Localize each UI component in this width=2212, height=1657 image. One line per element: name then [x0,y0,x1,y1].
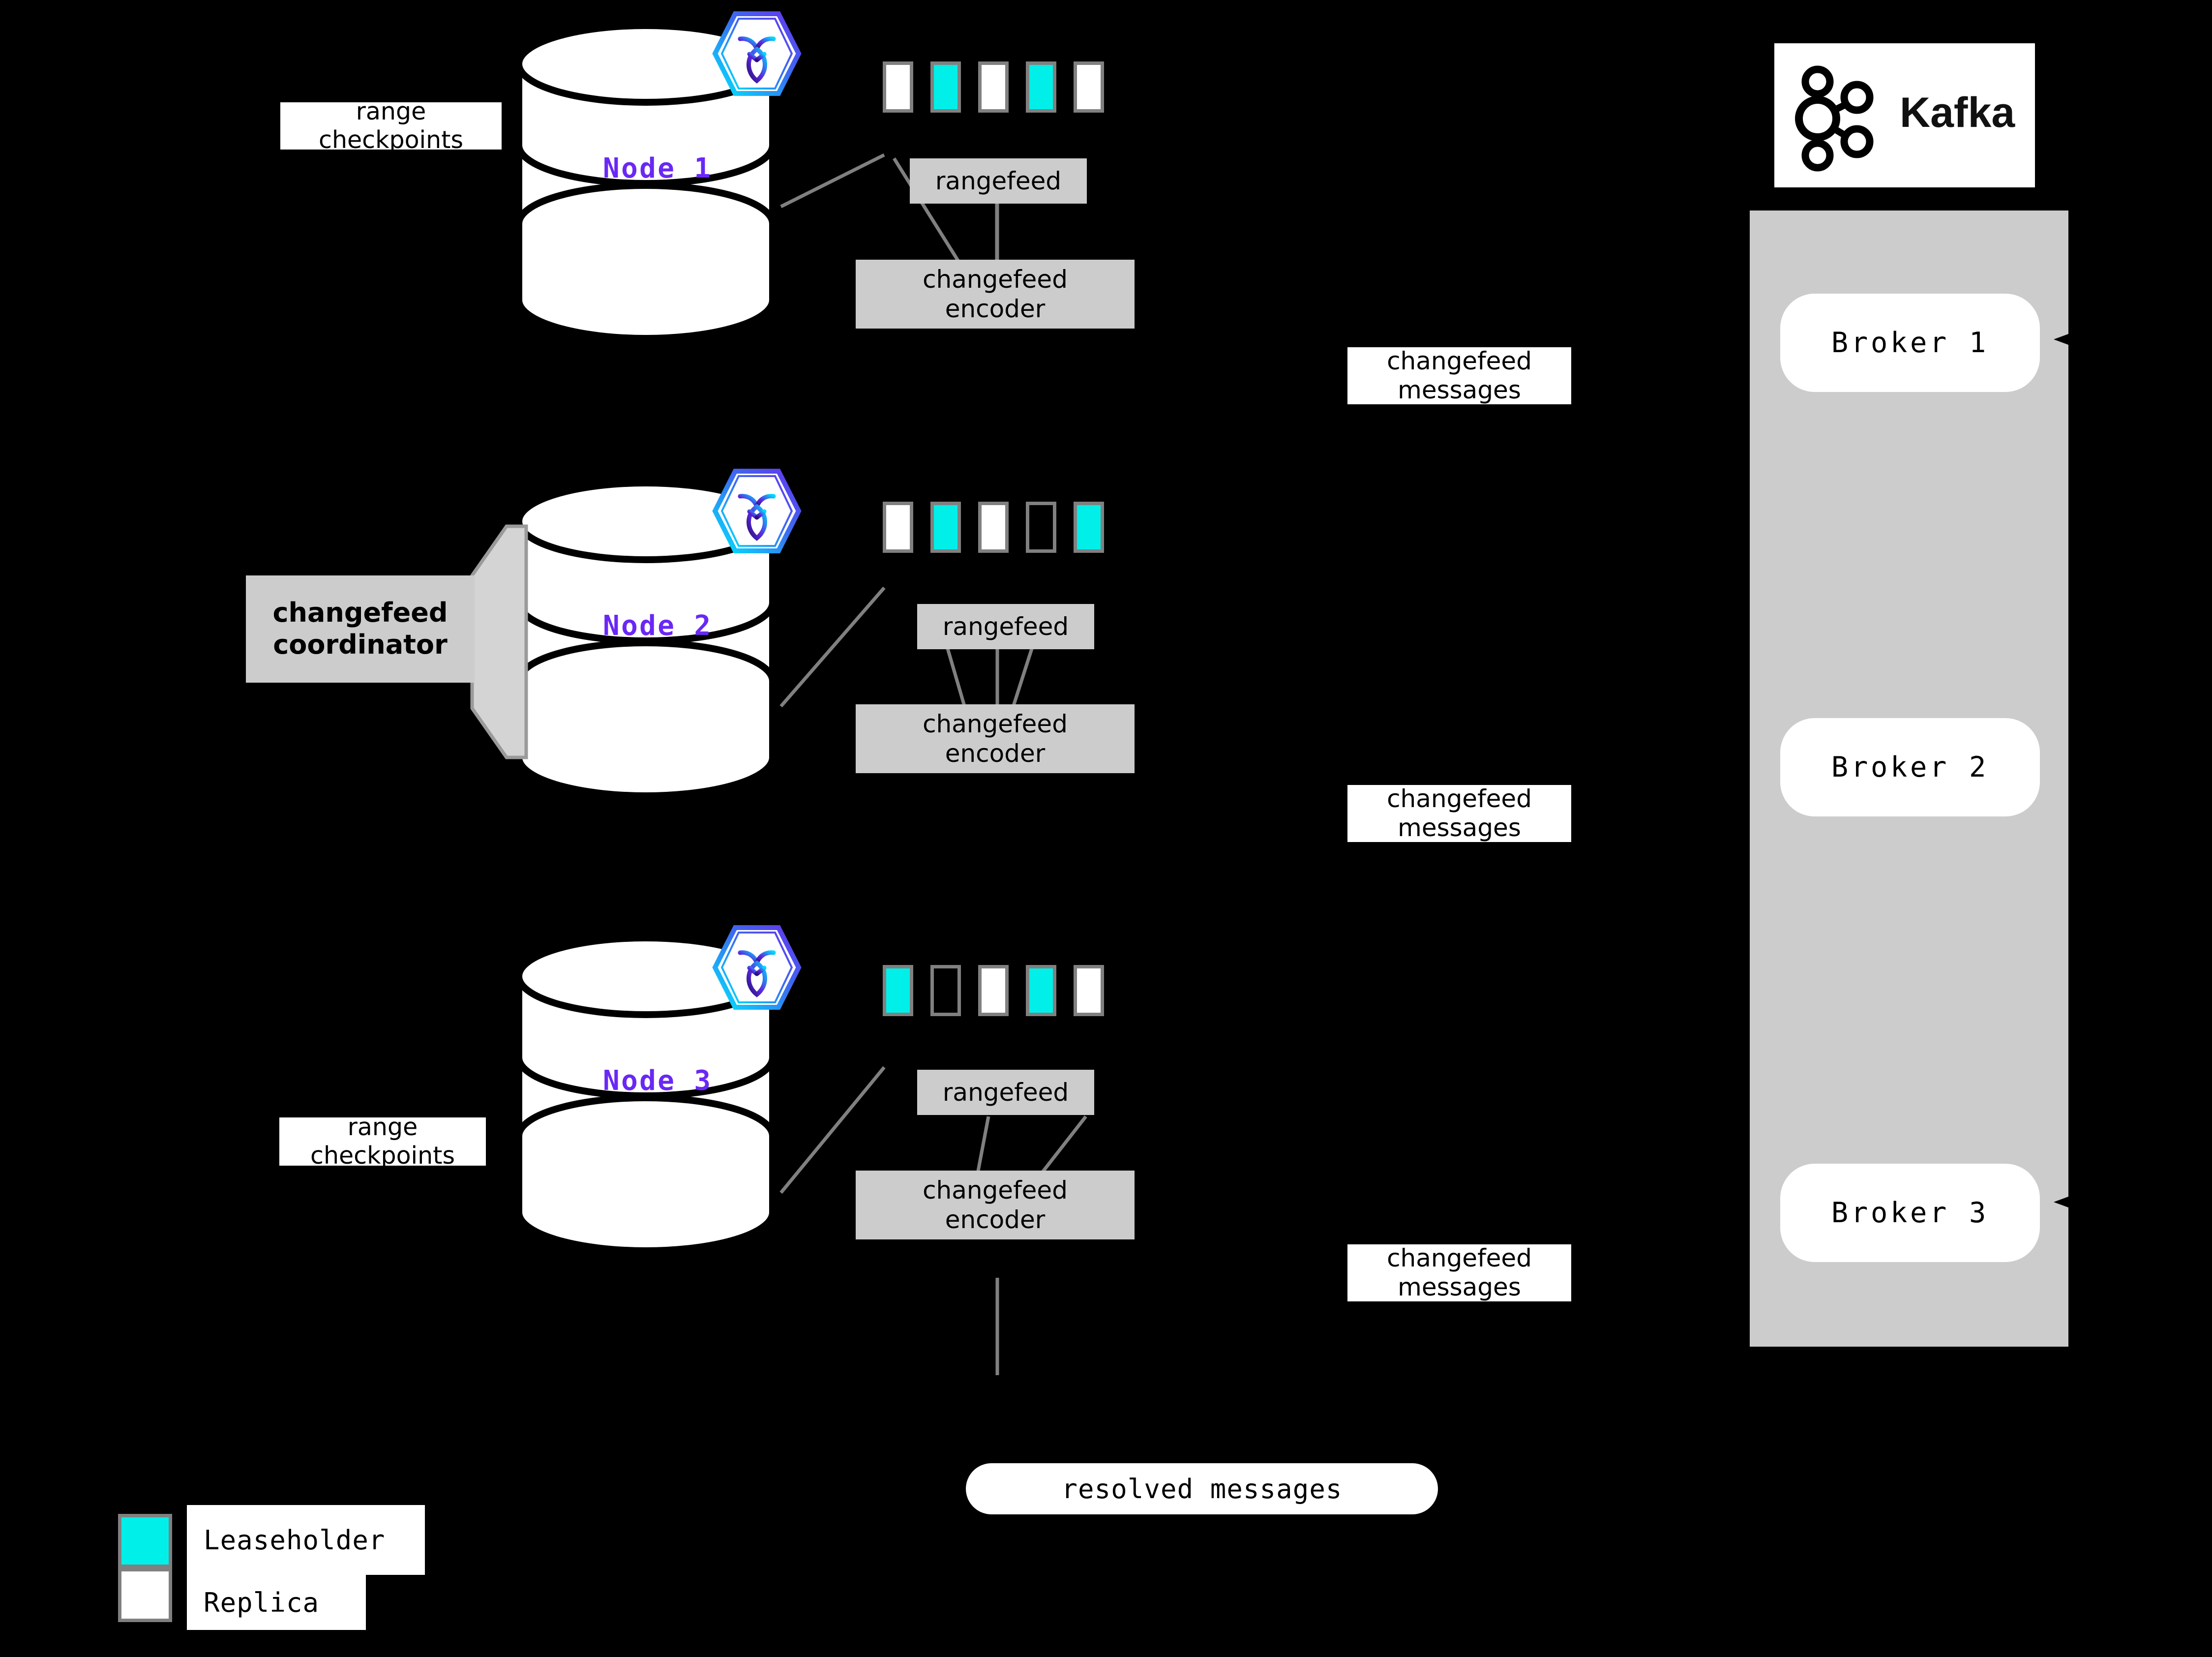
changefeed-coordinator-box[interactable]: changefeed coordinator [246,575,475,683]
node-3-rangefeed-encoder-connector [995,1278,999,1375]
cockroachdb-hexagon-icon [712,468,802,554]
node-2-rangefeed-box[interactable]: rangefeed [917,604,1094,649]
range-box[interactable] [883,965,913,1016]
range-box[interactable] [883,61,913,113]
legend-swatch-replica [118,1568,172,1622]
node-2-changefeed-encoder-box[interactable]: changefeed encoder [856,704,1135,773]
node-1-range-checkpoints-label: range checkpoints [280,97,502,154]
legend-label-leaseholder: Leaseholder [187,1505,425,1575]
broker-2[interactable]: Broker 2 [1780,718,2040,816]
changefeed-messages-label-2: changefeed messages [1347,784,1571,842]
range-box[interactable] [883,502,913,553]
kafka-logo-text: Kafka [1900,89,2015,136]
broker-1[interactable]: Broker 1 [1780,294,2040,392]
node-1-rangefeed-box[interactable]: rangefeed [910,158,1087,204]
kafka-inbound-arrow-3 [2054,1195,2072,1209]
legend-swatch-leaseholder [118,1514,172,1568]
range-box[interactable] [1026,502,1056,553]
range-box[interactable] [1074,965,1104,1016]
node-1-label: Node 1 [603,152,713,184]
range-box[interactable] [1026,965,1056,1016]
changefeed-messages-label-3: changefeed messages [1347,1244,1571,1301]
broker-3[interactable]: Broker 3 [1780,1164,2040,1262]
node-3-rangefeed-box[interactable]: rangefeed [917,1070,1094,1115]
node-3-label: Node 3 [603,1065,713,1097]
node-1-changefeed-encoder-box[interactable]: changefeed encoder [856,260,1135,329]
range-box[interactable] [1074,502,1104,553]
range-box[interactable] [1026,61,1056,113]
range-box[interactable] [978,965,1009,1016]
node-3-changefeed-encoder-box[interactable]: changefeed encoder [856,1171,1135,1239]
resolved-messages-pill[interactable]: resolved messages [966,1463,1438,1514]
legend-label-replica: Replica [187,1575,366,1630]
range-box[interactable] [978,61,1009,113]
changefeed-coordinator-wedge [470,524,528,759]
node-2-label: Node 2 [603,610,713,642]
range-box[interactable] [930,61,961,113]
range-box[interactable] [1074,61,1104,113]
cockroachdb-hexagon-icon [712,11,802,97]
cockroachdb-hexagon-icon [712,925,802,1011]
node-3-range-checkpoints-label: range checkpoints [279,1113,486,1170]
kafka-inbound-arrow-1 [2054,332,2072,346]
kafka-logo-box: Kafka [1774,43,2035,187]
kafka-logo-icon [1795,65,1874,172]
changefeed-messages-label-1: changefeed messages [1347,347,1571,404]
range-box[interactable] [930,965,961,1016]
range-box[interactable] [978,502,1009,553]
range-box[interactable] [930,502,961,553]
